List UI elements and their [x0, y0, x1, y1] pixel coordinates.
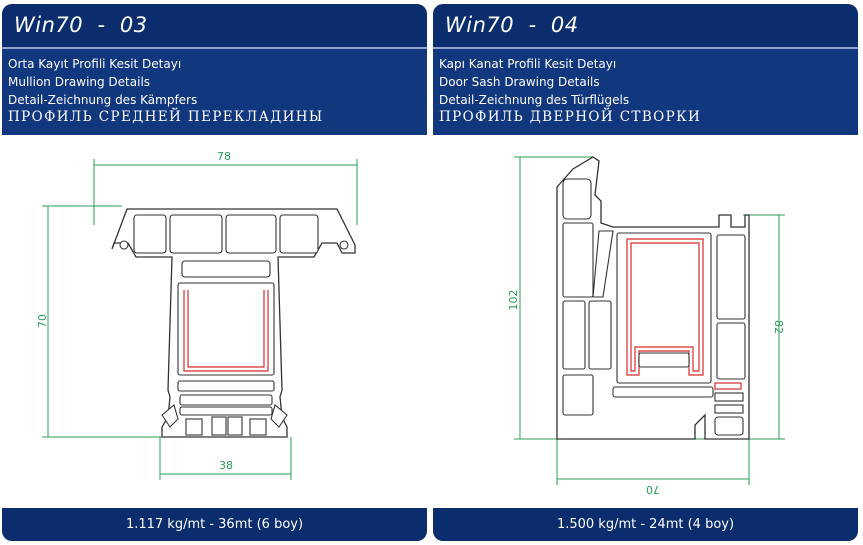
dimension-label-inner-height: 82	[772, 320, 785, 334]
divider	[433, 47, 858, 49]
profile-drawing-area: 102 82 70	[433, 135, 858, 508]
panel-title: Win70 - 03	[14, 13, 148, 37]
panel-footer: 1.117 kg/mt - 36mt (6 boy)	[2, 508, 427, 541]
description-turkish: Orta Kayıt Profili Kesit Detayı	[8, 57, 182, 71]
divider	[2, 47, 427, 49]
door-sash-panel: Win70 - 04 Kapı Kanat Profili Kesit Deta…	[433, 4, 858, 541]
mullion-cross-section-drawing: 78 70 38	[36, 150, 358, 480]
panel-title-bar: Win70 - 04	[433, 4, 858, 47]
dimension-label-bottom-width: 70	[646, 483, 660, 496]
dimension-top-width: 78	[93, 150, 358, 225]
description-german: Detail-Zeichnung des Kämpfers	[8, 93, 198, 107]
dimension-label-top-width: 78	[217, 150, 231, 163]
description-russian: ПРОФИЛЬ ДВЕРНОЙ СТВОРКИ	[439, 109, 702, 125]
description-english: Door Sash Drawing Details	[439, 75, 600, 89]
description-russian: ПРОФИЛЬ СРЕДНЕЙ ПЕРЕКЛАДИНЫ	[8, 109, 324, 125]
dimension-bottom-width: 38	[159, 437, 292, 480]
dimension-label-height: 102	[507, 290, 520, 311]
panel-footer: 1.500 kg/mt - 24mt (4 boy)	[433, 508, 858, 541]
dimension-label-height: 70	[36, 314, 49, 328]
dimension-inner-height: 82	[743, 214, 785, 440]
description-turkish: Kapı Kanat Profili Kesit Detayı	[439, 57, 617, 71]
profile-drawing-area: 78 70 38	[2, 135, 427, 508]
panel-description: Orta Kayıt Profili Kesit Detayı Mullion …	[2, 49, 427, 135]
panel-description: Kapı Kanat Profili Kesit Detayı Door Sas…	[433, 49, 858, 135]
panel-title: Win70 - 04	[445, 13, 579, 37]
panel-title-bar: Win70 - 03	[2, 4, 427, 47]
door-sash-profile	[556, 156, 750, 440]
mullion-panel: Win70 - 03 Orta Kayıt Profili Kesit Deta…	[2, 4, 427, 541]
mullion-profile	[111, 208, 356, 438]
description-german: Detail-Zeichnung des Türflügels	[439, 93, 630, 107]
door-sash-cross-section-drawing: 102 82 70	[507, 156, 785, 496]
description-english: Mullion Drawing Details	[8, 75, 151, 89]
dimension-height: 70	[36, 205, 162, 438]
dimension-label-bottom-width: 38	[219, 459, 233, 472]
